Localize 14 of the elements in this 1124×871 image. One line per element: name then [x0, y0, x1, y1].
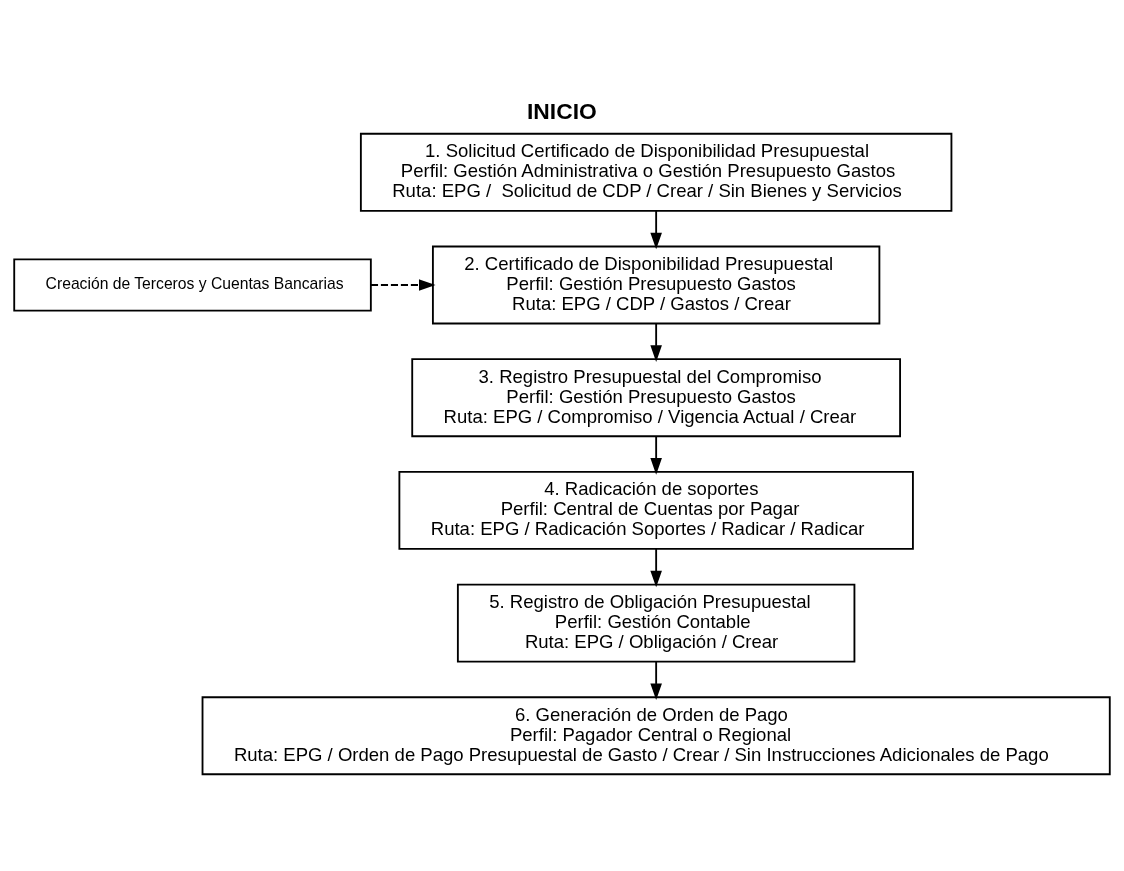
arrow: [370, 279, 436, 291]
node-box: 6. Generación de Orden de Pago Perfil: Pagador Central o Regional Ruta: EPG / Orden de Pago Presupuestal de Gasto / Crear / Sin Instrucciones Adicionales de Pago: [201, 696, 1111, 776]
node-box: 2. Certificado de Disponibilidad Presupuestal Perfil: Gestión Presupuesto Gastos Ruta: EPG / CDP / Gastos / Crear: [431, 245, 881, 325]
node-box: Creación de Terceros y Cuentas Bancarias: [13, 258, 372, 312]
arrow: [650, 660, 662, 700]
node-box: 3. Registro Presupuestal del Compromiso Perfil: Gestión Presupuesto Gastos Ruta: EPG / Compromiso / Vigencia Actual / Crear: [411, 358, 901, 438]
diagram-title: INICIO: [527, 98, 597, 125]
arrow: [650, 548, 662, 588]
arrow: [650, 210, 662, 250]
node-box: 4. Radicación de soportes Perfil: Central de Cuentas por Pagar Ruta: EPG / Radicación Soportes / Radicar / Radicar: [398, 470, 914, 550]
node-box: 1. Solicitud Certificado de Disponibilidad Presupuestal Perfil: Gestión Administrativa o Gestión Presupuesto Gastos Ruta: EPG / Solicitud de CDP / Crear / Sin Bienes y Servicios: [359, 132, 953, 212]
arrow: [650, 322, 662, 362]
arrow: [650, 435, 662, 475]
node-box: 5. Registro de Obligación Presupuestal Perfil: Gestión Contable Ruta: EPG / Obligación / Crear: [456, 583, 856, 663]
